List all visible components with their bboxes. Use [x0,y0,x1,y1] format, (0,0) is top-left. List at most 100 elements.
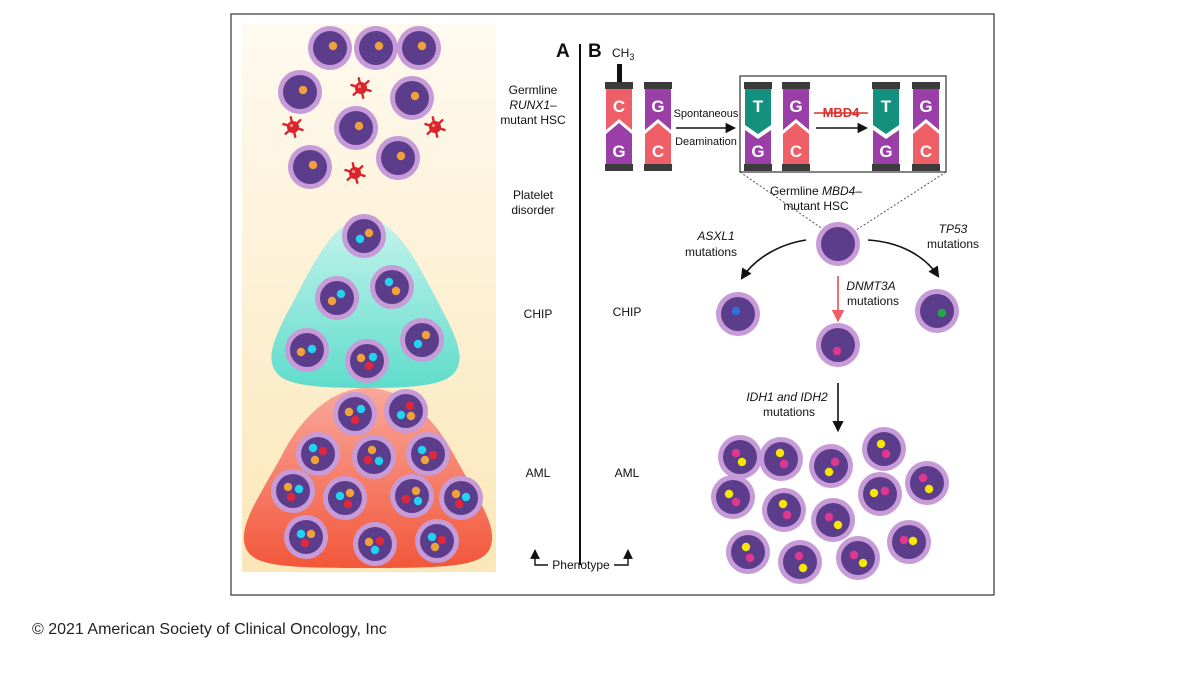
mutation-dot [824,467,834,477]
base-letter-bottom: C [652,142,664,161]
gc-pair-2: GC [782,82,810,171]
base-letter-bottom: C [920,142,932,161]
dnmt3a-mutations-label: mutations [847,294,899,308]
platelet-icon [350,77,372,99]
mutation-dot [798,563,808,573]
mutation-dot [869,488,879,498]
mutation-dot [876,439,886,449]
mutation-dot [437,535,447,545]
aml-cell-b [718,435,762,479]
mutation-dot [745,553,755,563]
cell-nucleus [289,520,323,554]
chip-label-b: CHIP [613,305,642,319]
mutation-dot [427,532,437,542]
mutation-dot [858,558,868,568]
cell-nucleus [350,344,384,378]
mutation-dot [731,448,741,458]
mutation-dot [364,361,374,371]
cell-nucleus [320,281,354,315]
panel-a-illustration [242,24,496,572]
cell-nucleus [764,442,798,476]
cell-nucleus [814,449,848,483]
base-letter-top: C [613,97,625,116]
inset-zoom-line-right [849,171,947,235]
base-bottom [913,123,939,164]
mutation-dot [924,484,934,494]
aml-cell-b [862,427,906,471]
mutation-dot [306,529,316,539]
mutation-dot [779,459,789,469]
mutation-dot [833,520,843,530]
chip-cell [400,318,444,362]
cell-nucleus [357,440,391,474]
aml-cell [284,515,328,559]
platelet-icon [282,116,304,138]
tp53-gene-label: TP53 [939,222,968,236]
chip-cell [285,328,329,372]
germline-label-line3: mutant HSC [500,113,566,127]
chip-cell [345,339,389,383]
chip-label-a: CHIP [524,307,553,321]
aml-cell [296,432,340,476]
cell-nucleus [301,437,335,471]
aml-cell-b [905,461,949,505]
base-letter-bottom: G [751,142,764,161]
cell-nucleus [816,503,850,537]
mutation-dot [310,455,320,465]
mutation-dot [298,85,308,95]
mutation-dot [307,344,317,354]
asxl1-arrow [740,239,807,280]
cell-nucleus [375,270,409,304]
base-bottom [745,130,771,164]
cell-nucleus [411,437,445,471]
mutation-dot [396,151,406,161]
asxl1-mutant-cell [716,292,760,336]
base-top [913,89,939,130]
cell-nucleus [276,474,310,508]
aml-cell [384,389,428,433]
mutation-dot [296,347,306,357]
copyright-notice: © 2021 American Society of Clinical Onco… [32,621,387,638]
mbd4-inset-box [739,75,947,173]
mutation-dot [375,536,385,546]
mutation-dot [413,496,423,506]
mutation-dot [396,410,406,420]
mutation-dot [300,538,310,548]
base-bottom [783,123,809,164]
germline-cell [354,26,398,70]
cell-nucleus [444,481,478,515]
mutation-dot [824,512,834,522]
platelet-label-line1: Platelet [513,188,554,202]
cell-nucleus [347,219,381,253]
mutation-dot [775,448,785,458]
aml-cell-b [759,437,803,481]
mbd4-mutant-hsc [816,222,860,266]
mutation-dot [350,415,360,425]
base-letter-bottom: G [879,142,892,161]
germline-label-line1: Germline [509,83,558,97]
aml-cell [333,392,377,436]
aml-cell-b [836,536,880,580]
germline-label-line2: RUNX1– [509,98,557,112]
aml-cell-b [778,540,822,584]
cell-nucleus [767,493,801,527]
germline-cell [390,76,434,120]
base-letter-top: G [919,97,932,116]
cell-nucleus [867,432,901,466]
cell-nucleus [783,545,817,579]
mutation-dot [355,234,365,244]
asxl1-gene-label: ASXL1 [696,229,734,243]
panel-b-label: B [588,41,602,62]
methyl-bond [617,64,622,82]
mutation-dot [367,445,377,455]
mutation-dot [731,497,741,507]
mutation-dot [849,550,859,560]
base-letter-top: T [753,97,764,116]
mutation-dot [327,296,337,306]
cell-nucleus [910,466,944,500]
mutation-dot [724,489,734,499]
base-top [783,89,809,130]
gc-pair-1: GC [644,82,672,171]
mutation-dot [731,306,741,316]
